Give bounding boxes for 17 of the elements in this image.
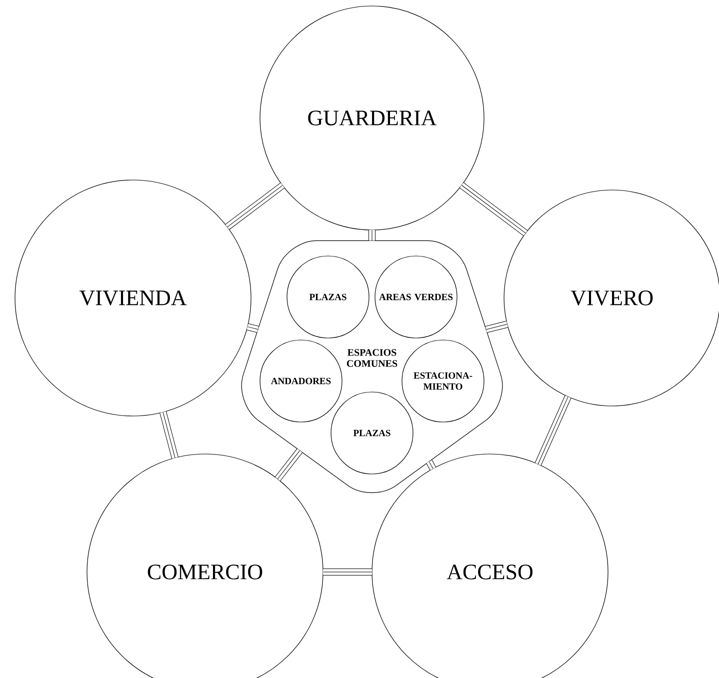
circle-node: ESTACIONA- MIENTO [402,340,484,422]
triple-line-connector [274,448,303,482]
triple-line-connector [426,460,436,470]
circle-node: PLAZAS [330,392,414,474]
circle-node: PLAZAS [286,256,370,338]
triple-line-connector [485,320,508,333]
triple-line-connector [368,230,376,241]
circle-node: AREAS VERDES [374,256,458,338]
triple-line-connector [160,411,178,459]
triple-line-connector [323,568,372,576]
circle-node: GUARDERIA [260,6,484,230]
triple-line-connector [225,182,285,230]
triple-line-connector [246,323,259,333]
triple-line-connector [460,182,528,236]
circle-node: VIVIENDA [14,180,252,416]
triple-line-connector [534,395,572,466]
circle-node: ANDADORES [260,340,342,422]
